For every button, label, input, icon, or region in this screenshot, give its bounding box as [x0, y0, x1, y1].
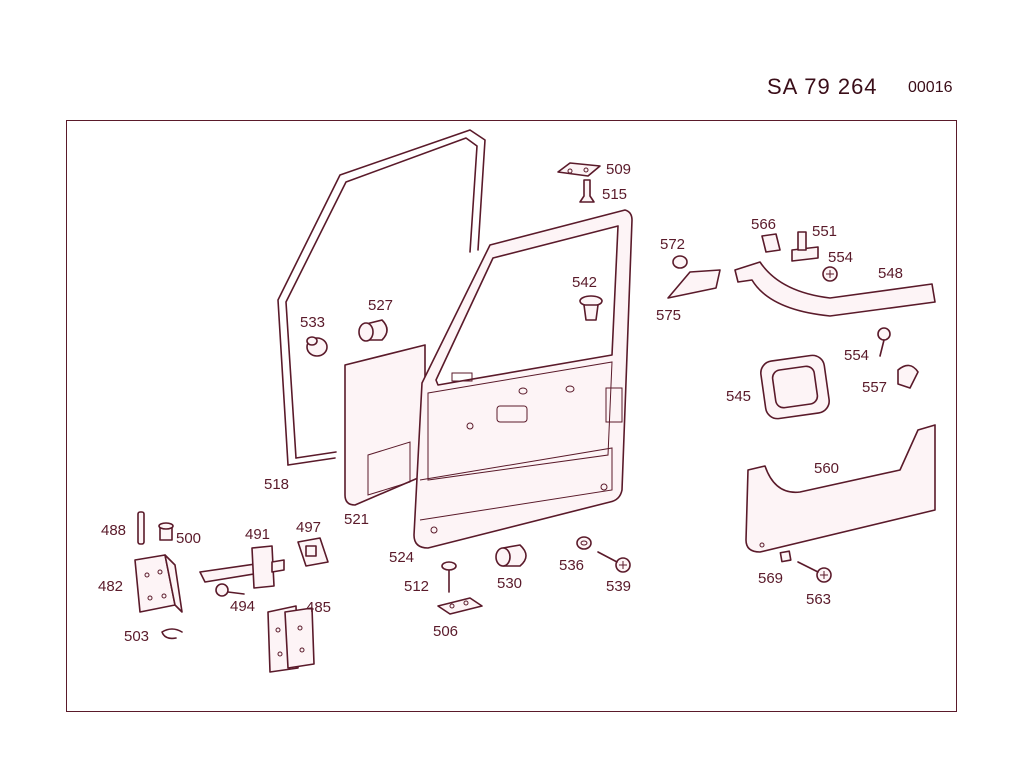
label-551: 551	[812, 223, 837, 240]
part-500-bush	[158, 522, 174, 541]
label-503: 503	[124, 628, 149, 645]
part-563-screw	[797, 561, 832, 583]
part-497-bracket	[297, 537, 329, 567]
diagram-id: 00016	[908, 79, 953, 96]
part-566-clip	[761, 233, 781, 253]
part-557-cap	[897, 364, 919, 389]
label-566: 566	[751, 216, 776, 233]
part-506-plate	[437, 597, 483, 615]
part-515-bolt	[579, 179, 595, 203]
label-518: 518	[264, 476, 289, 493]
part-509-plate	[557, 162, 601, 177]
part-548-armrest	[734, 261, 936, 317]
part-527-bumper	[358, 319, 388, 342]
label-530: 530	[497, 575, 522, 592]
label-554-b: 554	[844, 347, 869, 364]
label-557: 557	[862, 379, 887, 396]
label-512: 512	[404, 578, 429, 595]
part-485-hinge	[267, 605, 315, 673]
label-572: 572	[660, 236, 685, 253]
label-545: 545	[726, 388, 751, 405]
diagram-code: SA 79 264	[767, 74, 878, 99]
part-488-pin	[137, 511, 145, 545]
diagram-frame	[66, 120, 957, 712]
label-560: 560	[814, 460, 839, 477]
part-536-nut	[576, 536, 592, 550]
label-497: 497	[296, 519, 321, 536]
part-482-hinge	[134, 554, 183, 613]
part-569-clip	[779, 550, 792, 563]
label-539: 539	[606, 578, 631, 595]
label-515: 515	[602, 186, 627, 203]
part-530-bumper	[495, 544, 527, 567]
part-533-grommet	[306, 336, 328, 357]
part-503-clip-ring	[161, 628, 183, 640]
label-575: 575	[656, 307, 681, 324]
part-521-inner-panel	[344, 344, 426, 506]
part-518-door-seal	[277, 129, 486, 466]
part-512-screw	[441, 561, 457, 593]
label-500: 500	[176, 530, 201, 547]
label-485: 485	[306, 599, 331, 616]
label-536: 536	[559, 557, 584, 574]
label-554-a: 554	[828, 249, 853, 266]
label-521: 521	[344, 511, 369, 528]
label-563: 563	[806, 591, 831, 608]
part-491-door-check	[199, 545, 285, 589]
label-482: 482	[98, 578, 123, 595]
part-542-clip	[579, 295, 603, 321]
label-491: 491	[245, 526, 270, 543]
label-506: 506	[433, 623, 458, 640]
part-524-door-frame	[413, 209, 633, 549]
part-551-bracket	[791, 231, 819, 262]
label-527: 527	[368, 297, 393, 314]
label-488: 488	[101, 522, 126, 539]
label-548: 548	[878, 265, 903, 282]
label-569: 569	[758, 570, 783, 587]
part-575-cover	[667, 269, 721, 299]
label-542: 542	[572, 274, 597, 291]
part-554-screw-b	[877, 327, 891, 357]
part-560-trim-panel	[745, 424, 936, 553]
part-554-screw-a	[822, 266, 838, 282]
part-572-clip	[672, 255, 688, 269]
label-494: 494	[230, 598, 255, 615]
part-494-screw	[215, 583, 245, 597]
part-545-handle-frame	[760, 354, 830, 420]
label-524: 524	[389, 549, 414, 566]
label-509: 509	[606, 161, 631, 178]
part-539-screw	[597, 551, 631, 573]
label-533: 533	[300, 314, 325, 331]
